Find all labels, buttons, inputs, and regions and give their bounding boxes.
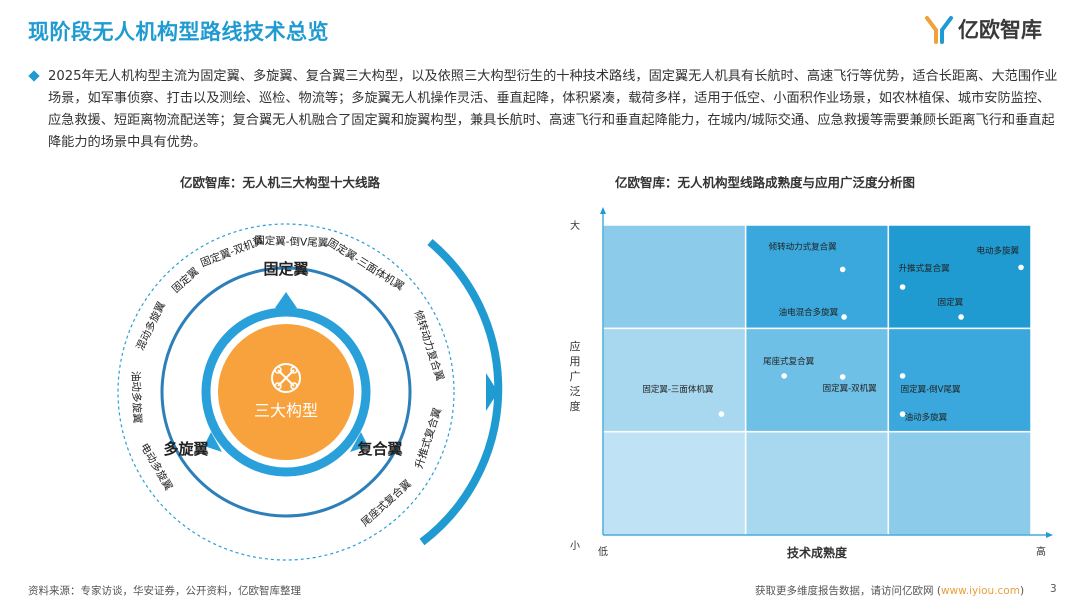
route-label: 倾转动力复合翼	[412, 309, 447, 383]
route-label: 升推式复合翼	[412, 406, 444, 470]
y-high-label: 大	[570, 219, 580, 232]
dashed-outer-ring	[117, 223, 455, 561]
point-label: 电动多旋翼	[976, 245, 1019, 256]
data-point	[839, 374, 846, 380]
quadrant-cell	[744, 430, 890, 536]
data-point	[839, 266, 846, 273]
route-label: 固定翼	[169, 264, 201, 295]
route-label: 固定翼-三面体机翼	[325, 236, 407, 294]
data-point	[958, 314, 964, 320]
data-point	[718, 411, 725, 417]
point-label: 固定翼-双机翼	[823, 383, 878, 394]
point-label: 油电混合多旋翼	[779, 307, 839, 318]
route-label: 油动多旋翼	[129, 371, 144, 424]
data-point	[781, 373, 787, 379]
quadrant-cell	[744, 327, 890, 433]
middle-ring	[160, 266, 412, 518]
logo-icon	[925, 16, 953, 44]
x-high-label: 高	[1036, 545, 1046, 558]
compound-wing-label: 复合翼	[356, 440, 402, 458]
point-label: 固定翼-三面体机翼	[642, 384, 714, 395]
point-label: 固定翼	[938, 297, 964, 308]
route-label: 混动多旋翼	[133, 299, 168, 352]
quadrant-cell	[602, 224, 747, 330]
fixed-wing-label: 固定翼	[263, 260, 308, 278]
quadrant-cell	[887, 224, 1032, 330]
route-label: 固定翼-倒V尾翼	[254, 234, 329, 250]
data-point	[841, 314, 847, 320]
brand-logo: 亿欧智库	[924, 14, 1042, 44]
x-axis-arrow-icon	[1046, 532, 1053, 538]
footer-more-text: 获取更多维度报告数据，请访问亿欧网 (	[755, 585, 941, 597]
data-point	[1018, 264, 1024, 271]
x-axis-title: 技术成熟度	[787, 545, 848, 560]
center-label: 三大构型	[254, 401, 318, 420]
drone-icon	[271, 363, 301, 393]
summary-paragraph: 2025年无人机构型主流为固定翼、多旋翼、复合翼三大构型，以及依照三大构型衍生的…	[28, 66, 1060, 154]
point-label: 油动多旋翼	[905, 412, 948, 423]
left-chart-title: 亿欧智库：无人机三大构型十大线路	[180, 175, 381, 190]
x-low-label: 低	[598, 545, 608, 558]
quadrant-cell	[887, 430, 1032, 536]
source-note: 资料来源：专家访谈，华安证券，公开资料，亿欧智库整理	[28, 585, 301, 597]
data-point	[899, 284, 906, 290]
point-label: 升推式复合翼	[899, 263, 951, 274]
right-chart-title: 亿欧智库：无人机构型线路成熟度与应用广泛度分析图	[615, 175, 916, 190]
y-low-label: 小	[570, 540, 580, 552]
footer-link[interactable]: www.iyiou.com	[940, 585, 1020, 597]
quadrant-cell	[887, 327, 1032, 433]
point-label: 尾座式复合翼	[763, 356, 815, 367]
route-outer-arc	[419, 238, 503, 546]
footer-more-end: )	[1019, 585, 1025, 597]
page-title: 现阶段无人机构型路线技术总览	[28, 20, 329, 44]
ring-arrows	[204, 292, 368, 452]
y-axis-arrow-icon	[600, 207, 606, 214]
y-axis-title: 应用广泛度	[570, 339, 581, 413]
summary-text: 2025年无人机构型主流为固定翼、多旋翼、复合翼三大构型，以及依照三大构型衍生的…	[48, 69, 1058, 150]
point-label: 倾转动力式复合翼	[769, 241, 838, 252]
data-point	[899, 373, 906, 379]
logo-text: 亿欧智库	[958, 18, 1042, 42]
quadrant-cell	[602, 430, 747, 536]
point-label: 固定翼-倒V尾翼	[901, 384, 961, 395]
page-number: 3	[1050, 583, 1057, 595]
inner-ring	[201, 307, 371, 477]
data-point	[899, 411, 906, 417]
quadrant-cell	[744, 224, 890, 330]
quadrant-cell	[602, 327, 747, 433]
multi-rotor-label: 多旋翼	[163, 440, 208, 458]
footer-more: 获取更多维度报告数据，请访问亿欧网 (www.iyiou.com)	[755, 583, 1024, 598]
configuration-diagram: 三大构型 固定翼 多旋翼 复合翼 固定翼固定翼-双机翼固定翼-倒V尾翼固定翼-三…	[117, 223, 503, 561]
